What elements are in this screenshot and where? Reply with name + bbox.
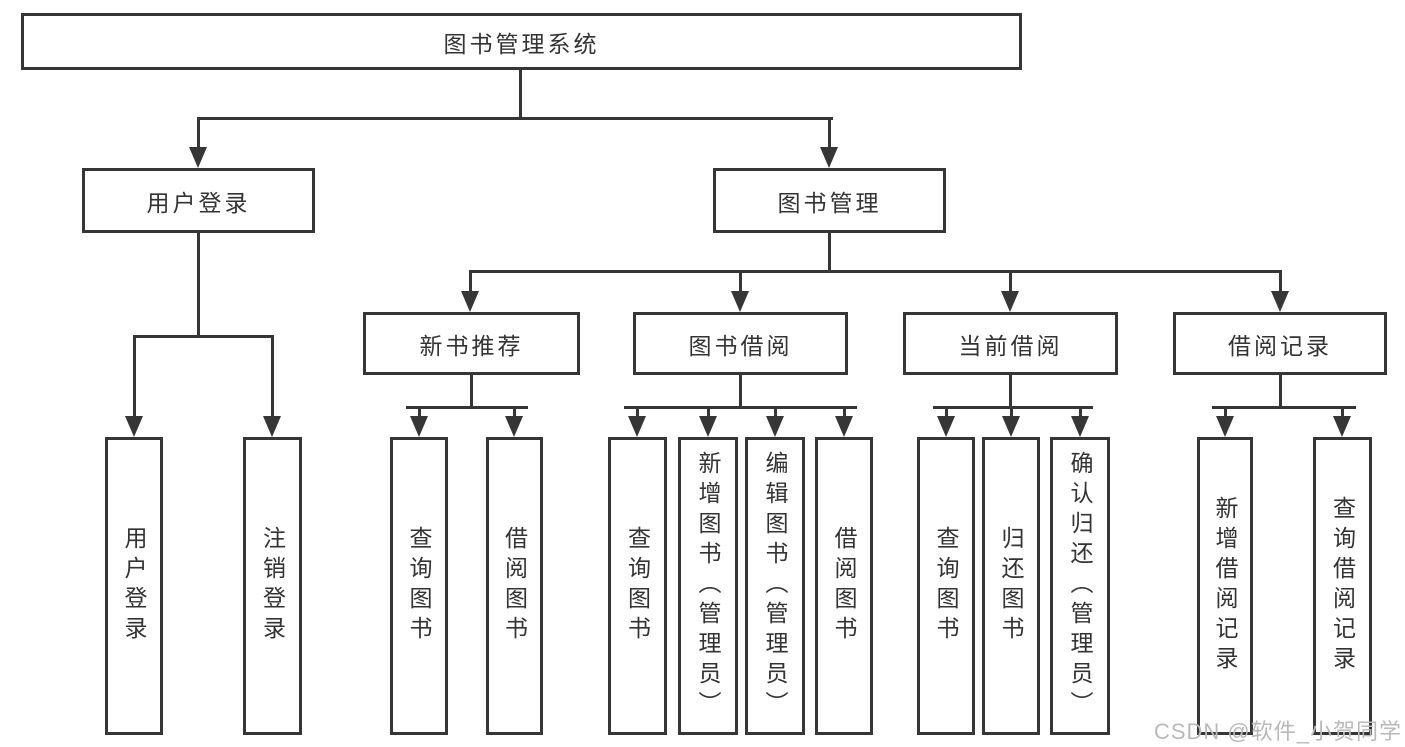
- node-new-book-recommend: 新书推荐: [363, 312, 580, 375]
- connector-sec0-leaf1-drop: [418, 406, 421, 420]
- connector-sec2-stem: [1009, 375, 1012, 409]
- connector-sec0-drop: [469, 270, 472, 294]
- leaf-query-borrow-record-label: 查询借阅记录: [1329, 496, 1356, 676]
- arrow-to-borrow-books: [835, 416, 853, 437]
- connector-level1-bar: [197, 117, 833, 120]
- connector-sec2-bar: [933, 406, 1093, 409]
- connector-login-bar: [133, 335, 274, 338]
- arrow-to-edit-books-admin: [766, 416, 784, 437]
- leaf-current-query-books: 查询图书: [917, 437, 975, 735]
- node-book-borrow: 图书借阅: [633, 312, 848, 375]
- arrow-to-recommend-query-books: [410, 416, 428, 437]
- leaf-query-borrow-record: 查询借阅记录: [1313, 437, 1372, 735]
- leaf-add-books-admin-label: 新增图书（管理员）: [695, 451, 721, 721]
- node-user-login-label: 用户登录: [146, 189, 251, 216]
- connector-sec0-leaf2-drop: [513, 406, 516, 420]
- connector-sec2-leaf2-drop: [1010, 406, 1013, 420]
- leaf-borrow-query-books: 查询图书: [608, 437, 667, 735]
- connector-sec1-drop: [739, 270, 742, 294]
- connector-sec1-leaf3-drop: [774, 406, 777, 420]
- connector-sec0-stem: [470, 375, 473, 409]
- leaf-user-login-label: 用户登录: [121, 526, 147, 646]
- node-borrow-records-label: 借阅记录: [1228, 332, 1332, 359]
- arrow-to-new-book-recommend: [461, 291, 479, 312]
- leaf-recommend-query-books: 查询图书: [390, 437, 448, 735]
- connector-sec3-leaf1-drop: [1224, 406, 1227, 420]
- connector-sec1-stem: [739, 375, 742, 409]
- connector-sec3-stem: [1279, 375, 1282, 409]
- connector-root-stem: [519, 68, 522, 118]
- node-root: 图书管理系统: [21, 13, 1022, 70]
- connector-sec2-drop: [1009, 270, 1012, 294]
- leaf-return-books: 归还图书: [982, 437, 1040, 735]
- leaf-user-login: 用户登录: [105, 437, 163, 735]
- connector-sec3-leaf2-drop: [1341, 406, 1344, 420]
- arrow-to-borrow-query-books: [628, 416, 646, 437]
- node-borrow-records: 借阅记录: [1173, 312, 1387, 375]
- leaf-add-books-admin: 新增图书（管理员）: [678, 437, 738, 735]
- arrow-to-recommend-borrow-books: [505, 416, 523, 437]
- leaf-add-borrow-record-label: 新增借阅记录: [1212, 496, 1238, 676]
- node-book-management-label: 图书管理: [777, 189, 882, 216]
- leaf-confirm-return-admin-label: 确认归还（管理员）: [1067, 451, 1093, 721]
- leaf-edit-books-admin-label: 编辑图书（管理员）: [762, 451, 788, 721]
- node-current-borrow-label: 当前借阅: [958, 332, 1063, 359]
- arrow-to-book-borrow: [731, 291, 749, 312]
- node-root-label: 图书管理系统: [443, 30, 600, 57]
- arrow-to-return-books: [1002, 416, 1020, 437]
- node-new-book-recommend-label: 新书推荐: [419, 332, 524, 359]
- leaf-add-borrow-record: 新增借阅记录: [1197, 437, 1253, 735]
- leaf-return-books-label: 归还图书: [998, 526, 1024, 646]
- leaf-recommend-borrow-books: 借阅图书: [486, 437, 543, 735]
- connector-sec1-leaf1-drop: [636, 406, 639, 420]
- arrow-to-current-borrow: [1001, 291, 1019, 312]
- node-book-borrow-label: 图书借阅: [688, 332, 793, 359]
- leaf-edit-books-admin: 编辑图书（管理员）: [745, 437, 805, 735]
- leaf-logout-label: 注销登录: [259, 526, 286, 646]
- arrow-to-confirm-return-admin: [1071, 416, 1089, 437]
- connector-mgmt-drop: [828, 117, 831, 151]
- connector-mgmt-stem: [828, 233, 831, 273]
- leaf-current-query-books-label: 查询图书: [933, 526, 959, 646]
- leaf-borrow-books-label: 借阅图书: [831, 526, 857, 646]
- leaf-borrow-books: 借阅图书: [815, 437, 873, 735]
- connector-sec2-leaf1-drop: [945, 406, 948, 420]
- leaf-borrow-query-books-label: 查询图书: [624, 526, 651, 646]
- arrow-to-query-borrow-record: [1333, 416, 1351, 437]
- connector-sec1-leaf4-drop: [843, 406, 846, 420]
- connector-sec3-bar: [1212, 406, 1356, 409]
- connector-sections-bar: [469, 270, 1282, 273]
- connector-login-drop: [197, 117, 200, 151]
- connector-sec1-bar: [624, 406, 857, 409]
- arrow-to-borrow-records: [1271, 291, 1289, 312]
- connector-login-stem: [197, 233, 200, 337]
- arrow-to-add-borrow-record: [1216, 416, 1234, 437]
- arrow-to-add-books-admin: [699, 416, 717, 437]
- arrow-to-book-management: [820, 147, 838, 168]
- connector-sec0-bar: [406, 406, 528, 409]
- connector-login-leaf2-drop: [271, 335, 274, 418]
- leaf-recommend-query-books-label: 查询图书: [406, 526, 432, 646]
- leaf-recommend-borrow-books-label: 借阅图书: [501, 526, 528, 646]
- leaf-confirm-return-admin: 确认归还（管理员）: [1050, 437, 1110, 735]
- watermark: CSDN @软件_小贺同学: [1153, 719, 1402, 744]
- arrow-to-current-query-books: [937, 416, 955, 437]
- connector-sec2-leaf3-drop: [1079, 406, 1082, 420]
- connector-sec3-drop: [1279, 270, 1282, 294]
- arrow-to-leaf-user-login: [125, 416, 143, 437]
- connector-login-leaf1-drop: [133, 335, 136, 418]
- node-current-borrow: 当前借阅: [903, 312, 1118, 375]
- connector-sec1-leaf2-drop: [707, 406, 710, 420]
- arrow-to-user-login: [189, 147, 207, 168]
- leaf-logout: 注销登录: [243, 437, 302, 735]
- arrow-to-leaf-logout: [263, 416, 281, 437]
- node-user-login: 用户登录: [82, 168, 315, 233]
- node-book-management: 图书管理: [713, 168, 946, 233]
